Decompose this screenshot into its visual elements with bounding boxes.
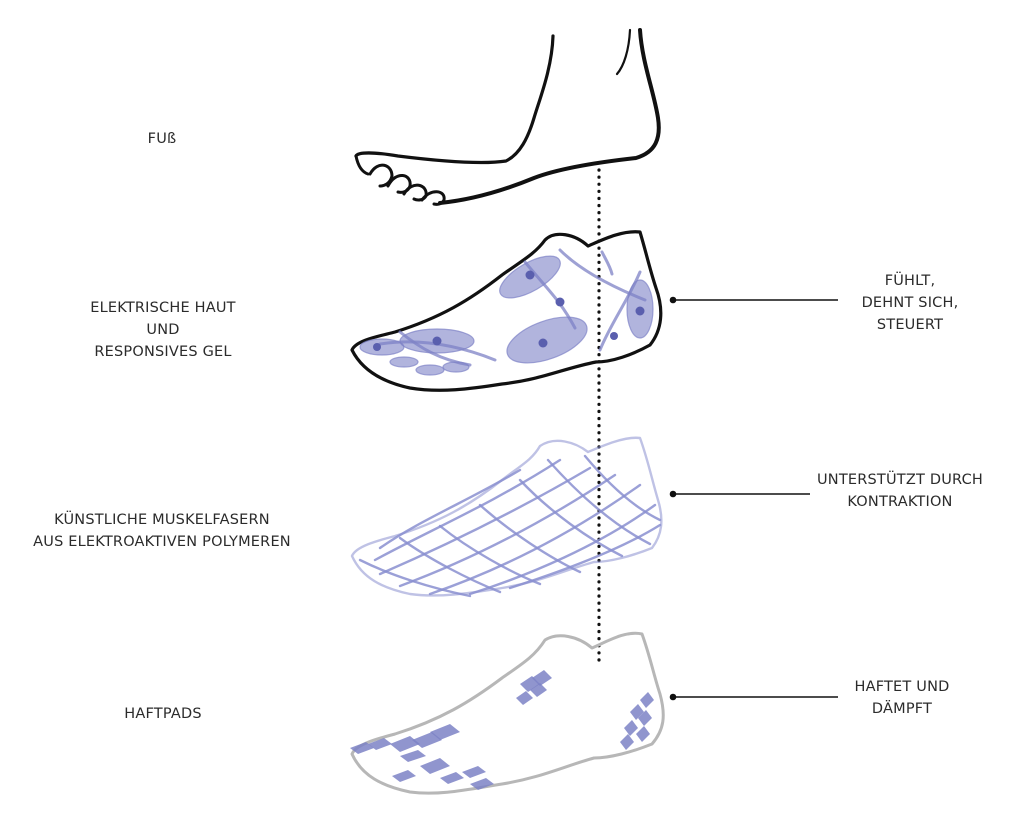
adhesive-pad-shoe <box>350 631 665 795</box>
muscle-fiber-shoe <box>350 436 663 598</box>
label-skin-gel: ELEKTRISCHE HAUT UND RESPONSIVES GEL <box>90 300 236 360</box>
foot-drawing <box>354 28 661 206</box>
label-adhesive-pads: HAFTPADS <box>124 706 202 722</box>
label-muscle-function: UNTERSTÜTZT DURCH KONTRAKTION <box>816 472 984 510</box>
label-pads-function: HAFTET UND DÄMPFT <box>854 679 950 717</box>
label-foot: FUß <box>147 131 177 147</box>
connector-lines <box>669 296 838 701</box>
label-skin-function: FÜHLT, DEHNT SICH, STEUERT <box>861 273 959 333</box>
skin-gel-shoe <box>350 230 663 392</box>
label-muscle-fibers: KÜNSTLICHE MUSKELFASERN AUS ELEKTROAKTIV… <box>33 512 291 550</box>
